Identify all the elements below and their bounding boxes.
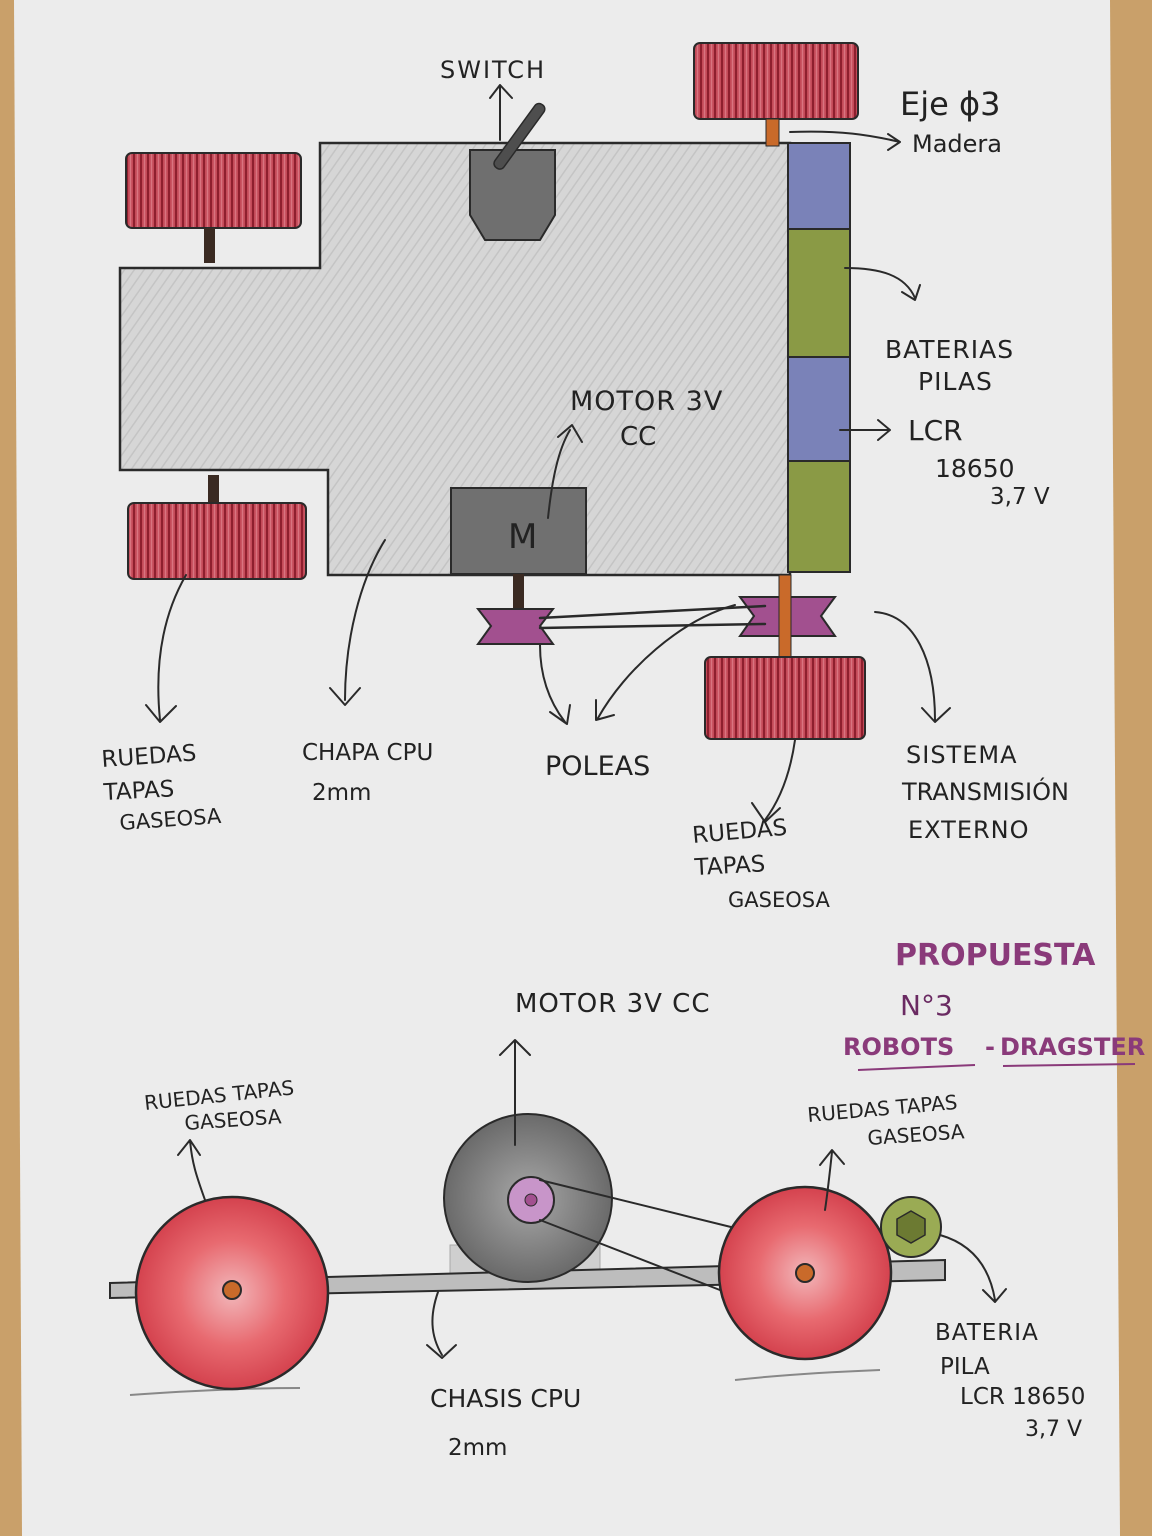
switch-body bbox=[469, 149, 556, 241]
transmission-line2: TRANSMISIÓN bbox=[901, 776, 1069, 806]
title-line3-dash: - bbox=[985, 1033, 995, 1061]
title-underline-right bbox=[1002, 1063, 1136, 1067]
side-motor-arrow bbox=[499, 1039, 531, 1146]
wheel-bottom-left bbox=[127, 502, 307, 580]
wheels-right-line2: TAPAS bbox=[693, 851, 766, 881]
axle-arrow bbox=[789, 130, 901, 151]
pulleys-arrow-left bbox=[539, 644, 571, 725]
proposal-title: PROPUESTA N°3 ROBOTS - DRAGSTER bbox=[843, 938, 1145, 1071]
side-motor-label: MOTOR 3V CC bbox=[515, 989, 710, 1019]
battery-cell-1 bbox=[787, 142, 851, 230]
axle-label-line2: Madera bbox=[912, 130, 1002, 158]
wheels-left-line2: TAPAS bbox=[102, 776, 175, 806]
battery-spec-line1: LCR bbox=[908, 414, 963, 447]
batteries-arrow bbox=[844, 267, 921, 301]
motor-arrow bbox=[547, 424, 583, 519]
axle-bottom-left bbox=[208, 475, 219, 503]
top-view: M SWITCH Eje ϕ3 Madera BATERIAS PILAS LC… bbox=[101, 42, 1069, 912]
side-battery-line4: 3,7 V bbox=[1025, 1417, 1082, 1442]
switch-lever bbox=[493, 102, 546, 170]
motor-pulley-hub bbox=[524, 1193, 538, 1207]
motor-symbol: M bbox=[508, 517, 537, 557]
plate-arrow bbox=[329, 539, 386, 706]
plate-label-line2: 2mm bbox=[312, 780, 371, 806]
battery-cell-2 bbox=[787, 228, 851, 358]
axle-label-line1: Eje ϕ3 bbox=[900, 85, 1000, 123]
side-wheels-left-arrow bbox=[177, 1139, 206, 1201]
ground-shadow-right bbox=[734, 1369, 881, 1381]
battery-cell-3 bbox=[787, 356, 851, 462]
battery-spec-arrow bbox=[839, 419, 891, 441]
batteries-label-line2: PILAS bbox=[918, 367, 993, 396]
motor-label-line1: MOTOR 3V bbox=[570, 386, 723, 417]
title-line1: PROPUESTA bbox=[895, 938, 1096, 973]
wheels-right-line3: GASEOSA bbox=[728, 888, 830, 912]
side-battery-line1: BATERIA bbox=[935, 1320, 1039, 1346]
wheels-right-arrow bbox=[751, 739, 796, 823]
side-wheel-right-axle bbox=[795, 1263, 815, 1283]
wheels-left-arrow bbox=[145, 574, 187, 723]
axle-top-right bbox=[765, 118, 780, 147]
side-chassis-arrow bbox=[426, 1291, 457, 1359]
side-battery-terminal bbox=[896, 1210, 926, 1244]
wheel-top-left bbox=[125, 152, 302, 229]
plate-label-line1: CHAPA CPU bbox=[302, 740, 433, 766]
battery-spec-line3: 3,7 V bbox=[990, 484, 1050, 510]
pulleys-label: POLEAS bbox=[545, 751, 650, 782]
transmission-arrow bbox=[874, 611, 951, 723]
title-line3-robots: ROBOTS bbox=[843, 1033, 954, 1061]
motor-body bbox=[450, 487, 587, 575]
side-battery-arrow bbox=[939, 1234, 1007, 1303]
title-underline-left bbox=[857, 1064, 976, 1071]
side-belt-lower bbox=[539, 1219, 726, 1293]
pulleys-arrow-right bbox=[595, 604, 736, 721]
switch-arrow bbox=[489, 84, 513, 141]
side-view: MOTOR 3V CC RUEDAS TAPAS GASEOSA RUEDAS … bbox=[109, 989, 1085, 1461]
side-chassis-line2: 2mm bbox=[448, 1435, 507, 1461]
motor-shaft bbox=[513, 574, 524, 608]
side-wheel-left-axle bbox=[222, 1280, 242, 1300]
side-wheels-right-arrow bbox=[819, 1149, 845, 1211]
batteries-label-line1: BATERIAS bbox=[885, 335, 1014, 364]
side-battery-line3: LCR 18650 bbox=[960, 1384, 1085, 1410]
side-battery-line2: PILA bbox=[940, 1354, 990, 1380]
title-line2: N°3 bbox=[900, 989, 953, 1022]
transmission-line1: SISTEMA bbox=[906, 741, 1018, 769]
pulley-left bbox=[475, 608, 556, 645]
axle-top-left bbox=[204, 228, 215, 263]
transmission-line3: EXTERNO bbox=[908, 816, 1030, 844]
wheel-bottom-right bbox=[704, 656, 866, 740]
switch-label: SWITCH bbox=[440, 56, 546, 84]
title-line3-dragster: DRAGSTER bbox=[1000, 1033, 1145, 1061]
wheel-top-right bbox=[693, 42, 859, 120]
side-chassis-line1: CHASIS CPU bbox=[430, 1384, 581, 1413]
motor-label-line2: CC bbox=[620, 422, 656, 452]
side-belt-upper bbox=[539, 1179, 736, 1229]
axle-bottom-right bbox=[778, 574, 792, 661]
battery-cell-4 bbox=[787, 460, 851, 573]
belt-lower bbox=[538, 622, 767, 630]
battery-spec-line2: 18650 bbox=[935, 454, 1015, 483]
